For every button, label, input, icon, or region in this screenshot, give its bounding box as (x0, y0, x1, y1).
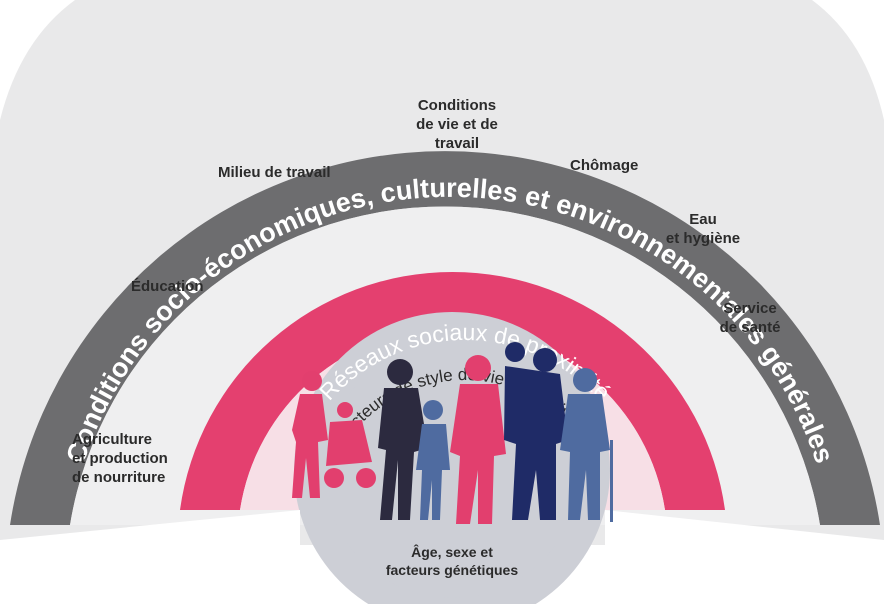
center-label: Âge, sexe et facteurs génétiques (372, 543, 532, 579)
factor-milieu-travail: Milieu de travail (218, 163, 331, 182)
person-older-man (560, 368, 613, 522)
factor-agriculture-line-3: de nourriture (72, 469, 166, 486)
person-woman-dark (378, 359, 428, 520)
outer-band (10, 151, 880, 526)
person-child (416, 400, 450, 520)
factor-service-sante: Service de santé (708, 299, 792, 337)
ground-white-right (605, 510, 884, 604)
factor-sante-line-2: de santé (719, 319, 781, 336)
factor-eau-line-1: Eau (689, 211, 717, 228)
person-man-pink (450, 355, 506, 524)
person-woman-stroller (292, 371, 376, 498)
factor-conditions-line-3: travail (434, 135, 480, 152)
factor-sante-line-1: Service (723, 300, 777, 317)
fan-corner-left (0, 0, 75, 120)
factor-milieu-line-1: Milieu de travail (218, 164, 331, 181)
factor-conditions-vie: Conditions de vie et de travail (405, 96, 509, 153)
people-silhouettes (292, 342, 613, 524)
center-label-line-2: facteurs génétiques (385, 562, 519, 578)
factor-conditions-line-1: Conditions (417, 97, 497, 114)
factor-education-line-1: Éducation (131, 278, 204, 295)
factor-chomage: Chômage (570, 156, 638, 175)
center-label-line-1: Âge, sexe et (411, 544, 493, 560)
factor-agriculture-line-1: Agriculture (72, 431, 153, 448)
factor-agriculture-line-2: et production (72, 450, 168, 467)
ground-white (0, 510, 300, 604)
factor-eau-hygiene: Eau et hygiène (655, 210, 751, 248)
factor-eau-line-2: et hygiène (665, 230, 741, 247)
factor-agriculture: Agriculture et production de nourriture (72, 430, 168, 487)
fan-corner-right (812, 0, 884, 120)
factor-chomage-line-1: Chômage (570, 157, 639, 174)
middle-band (180, 271, 725, 510)
factor-education: Éducation (131, 277, 204, 296)
factor-conditions-line-2: de vie et de (416, 116, 498, 133)
person-father-child (504, 342, 568, 520)
